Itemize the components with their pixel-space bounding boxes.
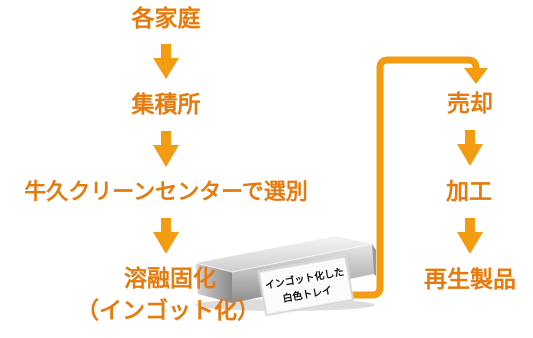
ingot-label-card: インゴット化した 白色トレイ [256,254,355,317]
step-melting: 溶融固化 [124,266,216,292]
down-arrow [457,130,483,166]
ingot-image: インゴット化した 白色トレイ [195,236,376,317]
step-sorting: 牛久クリーンセンターで選別 [24,180,308,205]
connector-arrowhead [464,68,488,84]
step-collection-point: 集積所 [131,92,201,118]
step-households: 各家庭 [131,6,201,32]
connector-arrow-line [352,56,480,299]
down-arrow [153,218,179,254]
step-processing: 加工 [446,179,492,205]
step-recycled-products: 再生製品 [424,267,516,293]
down-arrow [457,218,483,254]
step-sale: 売却 [447,91,493,117]
down-arrow [153,44,179,79]
down-arrow [153,131,179,167]
step-ingot-note: （インゴット化） [76,298,260,324]
